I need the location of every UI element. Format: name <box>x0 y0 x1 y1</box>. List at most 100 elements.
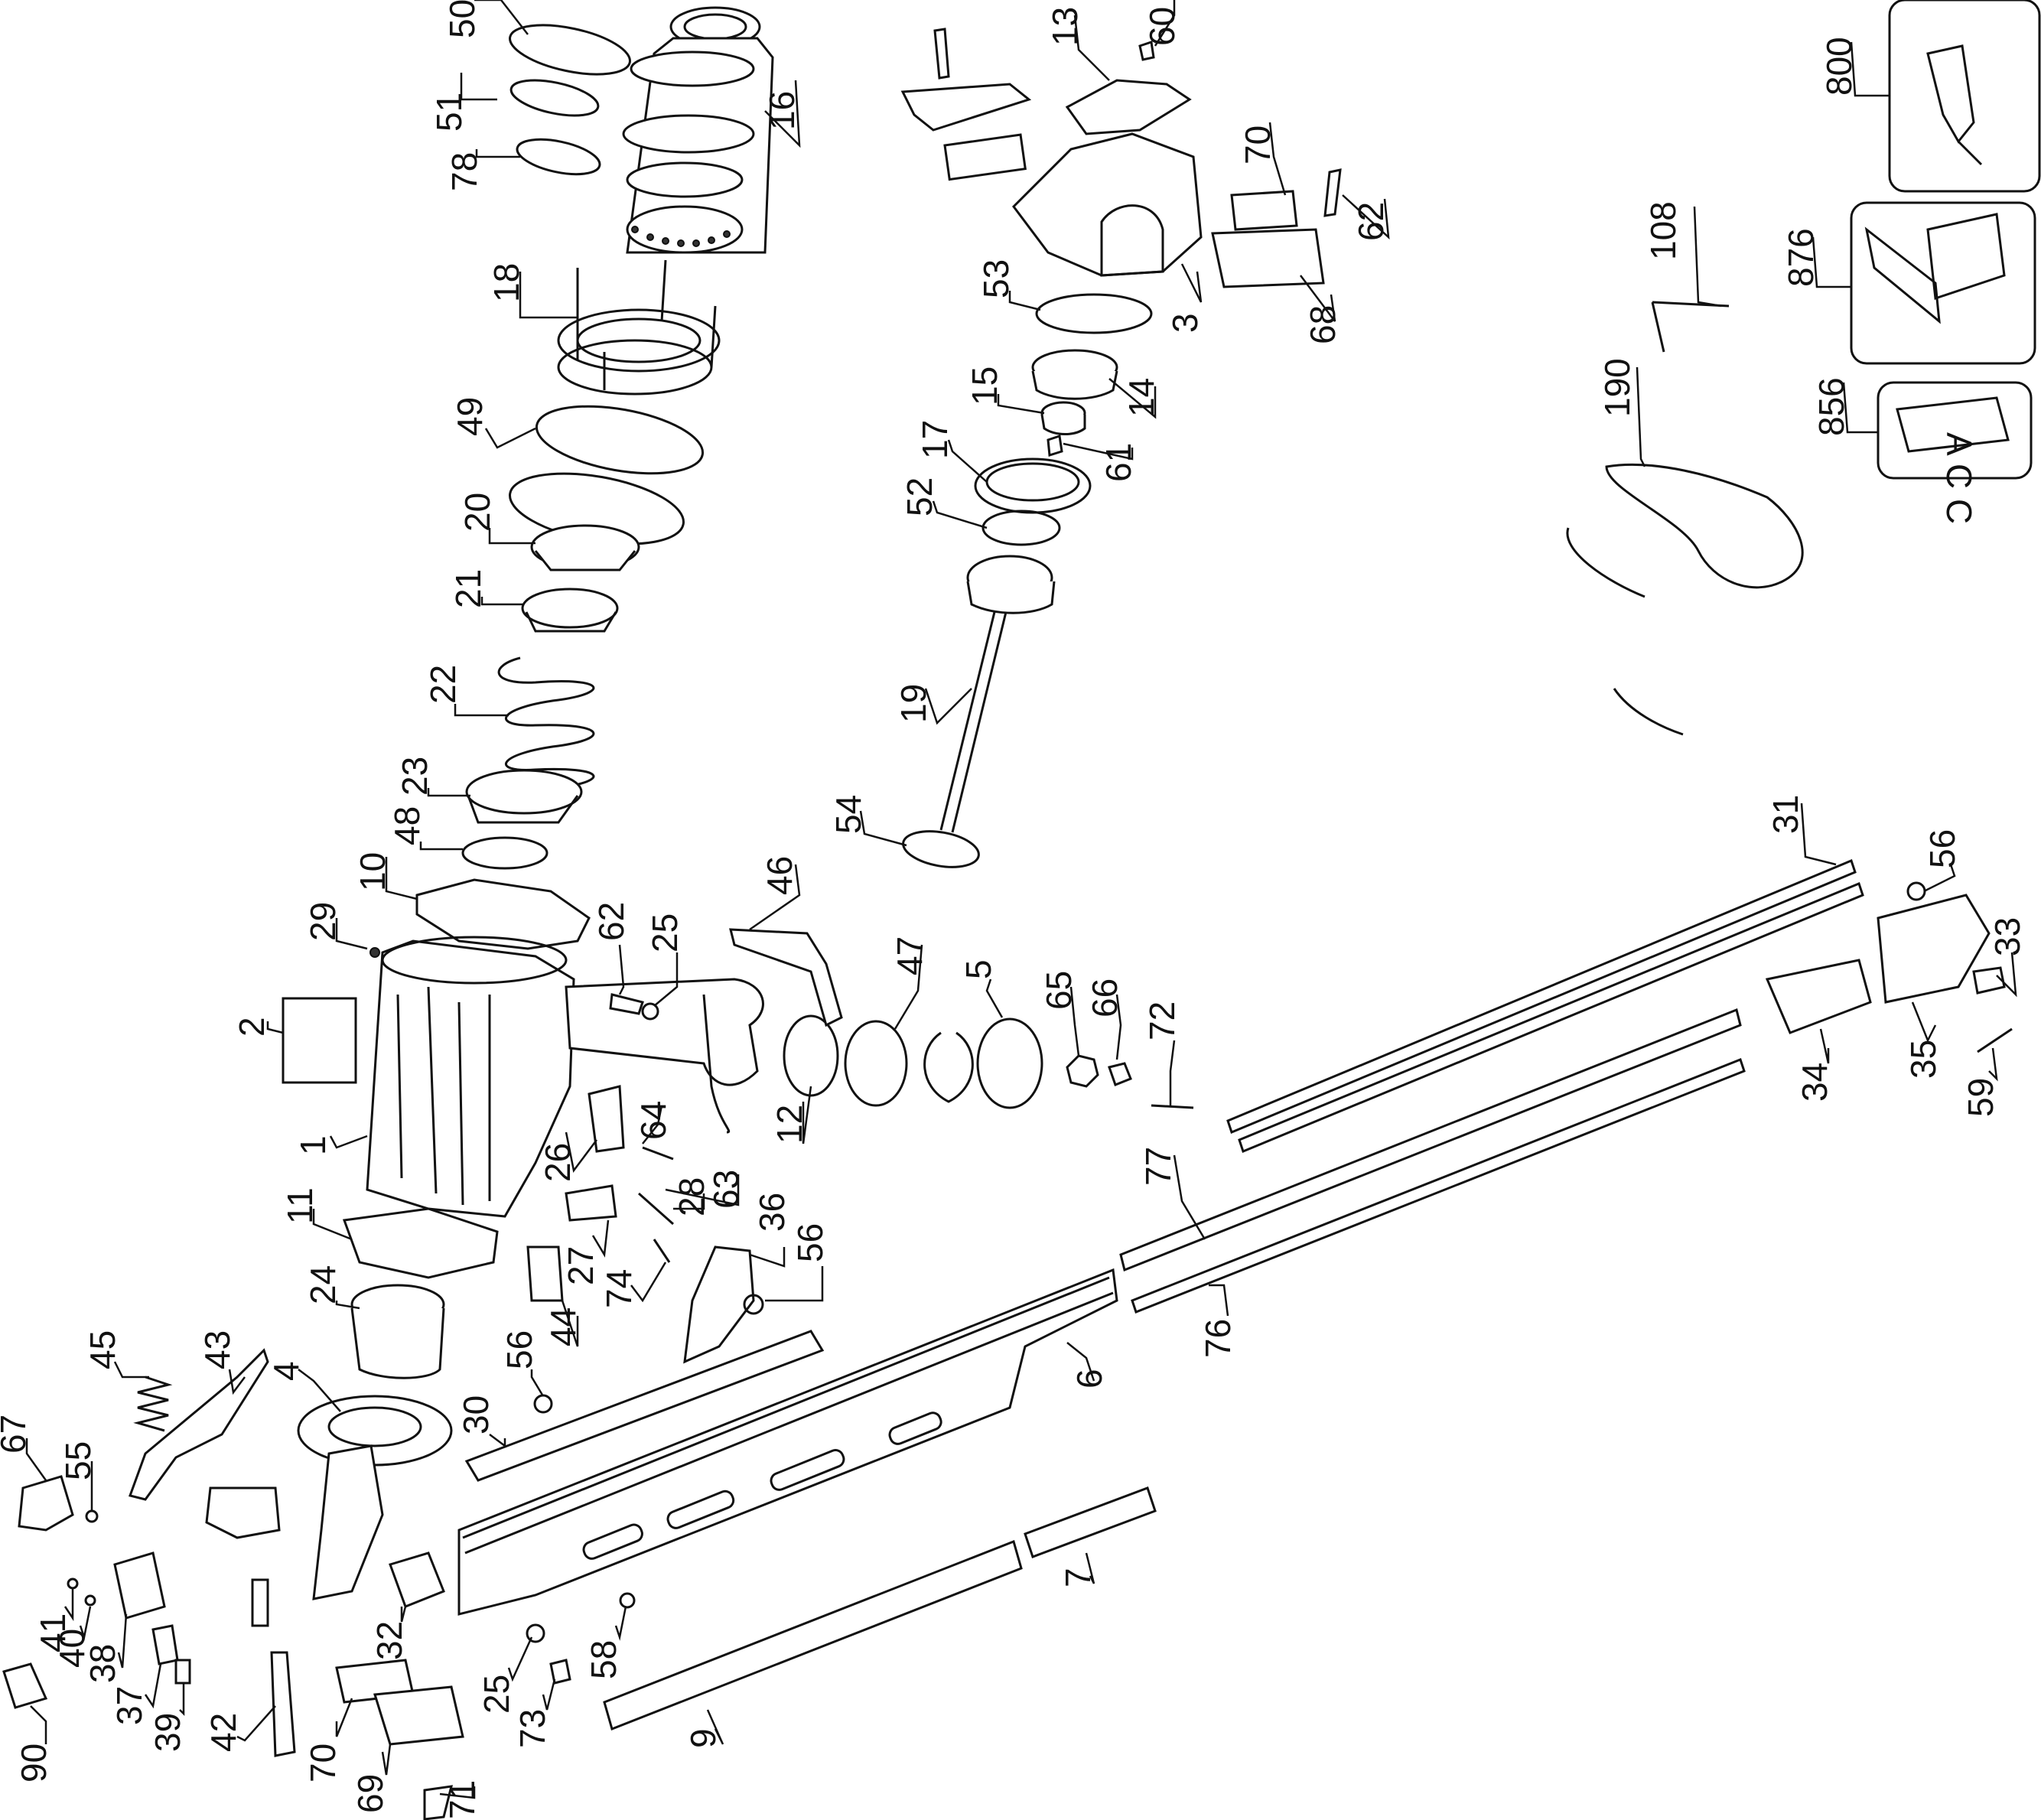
callout-47: 47 <box>890 936 929 975</box>
part-47-clip <box>923 1031 974 1103</box>
callout-90: 90 <box>14 1743 54 1783</box>
part-28-pin <box>642 1146 674 1161</box>
callout-55: 55 <box>58 1441 98 1480</box>
callout-39: 39 <box>148 1713 187 1752</box>
part-56-nut-a <box>533 1394 553 1414</box>
callout-38: 38 <box>83 1644 122 1683</box>
part-90-label <box>2 1662 48 1709</box>
callout-4: 4 <box>266 1361 306 1381</box>
part-67-guard <box>18 1475 74 1532</box>
callout-70b: 70 <box>1238 125 1278 164</box>
part-25-washer-a <box>641 1002 659 1021</box>
part-32-bracket <box>389 1551 445 1608</box>
callout-65: 65 <box>1039 971 1079 1010</box>
part-58-screw <box>619 1592 636 1609</box>
part-47-ring <box>844 1020 908 1107</box>
part-72-pin <box>1151 1104 1194 1109</box>
part-69-plate <box>373 1685 464 1746</box>
callout-18: 18 <box>487 263 526 302</box>
callout-22: 22 <box>423 665 463 704</box>
callout-42: 42 <box>203 1713 243 1752</box>
part-7-strip <box>1024 1486 1157 1558</box>
callout-21: 21 <box>448 569 488 608</box>
part-screw-top <box>933 28 950 80</box>
callout-800: 800 <box>1819 37 1859 96</box>
callout-24: 24 <box>303 1265 343 1304</box>
callout-856: 856 <box>1812 377 1851 436</box>
callout-30: 30 <box>456 1395 496 1434</box>
callout-876: 876 <box>1781 228 1821 287</box>
part-73-screw <box>549 1659 571 1685</box>
callout-31: 31 <box>1766 795 1805 834</box>
callout-12: 12 <box>770 1105 809 1144</box>
part-9-strip <box>603 1540 1023 1730</box>
part-108-allen-key <box>1651 301 1730 353</box>
callout-40: 40 <box>52 1629 92 1668</box>
callout-53: 53 <box>976 259 1016 298</box>
callout-37: 37 <box>109 1686 149 1725</box>
callout-56b: 56 <box>790 1223 830 1262</box>
callout-54: 54 <box>828 795 868 834</box>
callout-1: 1 <box>293 1135 333 1155</box>
part-45-spring <box>133 1376 173 1432</box>
part-21-bumper <box>521 588 619 629</box>
part-17-oring <box>974 457 1092 514</box>
part-52-oring <box>981 510 1061 546</box>
callout-73: 73 <box>513 1709 552 1748</box>
part-36-plate <box>683 1245 755 1364</box>
callout-46: 46 <box>760 856 799 895</box>
part-3-top-cap <box>1012 132 1203 277</box>
part-56-nut-d <box>1906 881 1926 901</box>
part-54-oring <box>902 830 980 868</box>
part-61-screw <box>1047 435 1063 457</box>
callout-48: 48 <box>387 806 427 845</box>
part-40-ball <box>84 1594 96 1607</box>
part-26-valve <box>588 1085 625 1153</box>
callout-71: 71 <box>442 1780 482 1819</box>
callout-50: 50 <box>442 0 482 38</box>
part-70-pad-b <box>1230 190 1298 231</box>
part-62-screw-b <box>1323 168 1342 217</box>
part-16-cylinder <box>622 6 774 254</box>
part-39-pin <box>174 1659 191 1685</box>
callout-62a: 62 <box>591 902 631 941</box>
callout-2: 2 <box>232 1017 272 1037</box>
part-43-lever <box>129 1348 269 1501</box>
callout-34: 34 <box>1795 1063 1834 1102</box>
part-trigger-housing <box>205 1486 281 1539</box>
callout-3: 3 <box>1165 313 1205 333</box>
part-66-cap <box>1108 1062 1132 1086</box>
part-38-block <box>113 1551 166 1620</box>
callout-10: 10 <box>353 852 392 891</box>
callout-61: 61 <box>1099 443 1138 482</box>
part-25-washer-b <box>526 1623 545 1643</box>
callout-74: 74 <box>599 1269 639 1308</box>
callout-59: 59 <box>1961 1078 2000 1117</box>
part-30-strip <box>464 1330 825 1482</box>
callout-58: 58 <box>584 1640 623 1679</box>
part-34-latch <box>1765 959 1872 1034</box>
callout-45: 45 <box>83 1330 122 1369</box>
callout-15: 15 <box>965 366 1004 405</box>
callout-56d: 56 <box>1922 829 1962 868</box>
part-59-screw <box>1977 1027 2013 1053</box>
callout-78: 78 <box>444 152 484 191</box>
part-63-pin <box>638 1192 674 1226</box>
part-19-driver-rod <box>939 611 996 831</box>
part-77-follower <box>1119 1008 1742 1272</box>
callout-41: 41 <box>33 1613 73 1652</box>
part-18-cage <box>557 259 721 396</box>
callout-29: 29 <box>303 902 343 941</box>
part-78-oring <box>516 138 601 176</box>
part-13-cap <box>1065 79 1192 135</box>
part-68-plate <box>1211 228 1325 288</box>
part-190-glasses <box>1566 463 1804 736</box>
callout-9: 9 <box>683 1728 723 1748</box>
part-46-bracket <box>729 928 843 1027</box>
part-2-label <box>282 997 357 1084</box>
part-12-disk <box>783 1014 839 1097</box>
part-74-pin <box>653 1239 671 1263</box>
callout-16: 16 <box>762 91 802 130</box>
